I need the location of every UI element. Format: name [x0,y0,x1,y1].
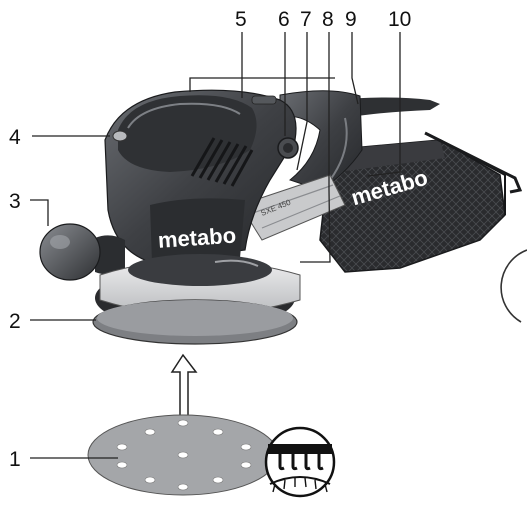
callout-3: 3 [9,190,21,213]
hook-loop-detail-icon [264,426,336,498]
callout-10: 10 [388,8,411,31]
housing-logo: metabo [157,223,237,253]
callout-6: 6 [278,8,290,31]
front-knob [39,223,125,281]
callout-5: 5 [235,8,247,31]
leader-lines [30,32,401,459]
callout-4: 4 [9,126,21,149]
callout-2: 2 [9,310,21,333]
motor-housing: metabo SXE 450 [104,89,297,264]
spindle-lock-button [112,130,128,142]
callout-8: 8 [322,8,334,31]
callout-9: 9 [345,8,357,31]
sanding-disc [87,414,279,496]
callout-1: 1 [9,448,21,471]
speed-selector-wheel [251,95,277,105]
callout-7: 7 [300,8,312,31]
sanding-pad-assembly [92,254,301,345]
ventilation-slots [190,137,254,187]
adjacent-figure-edge [500,249,527,323]
extraction-connector [239,174,346,241]
